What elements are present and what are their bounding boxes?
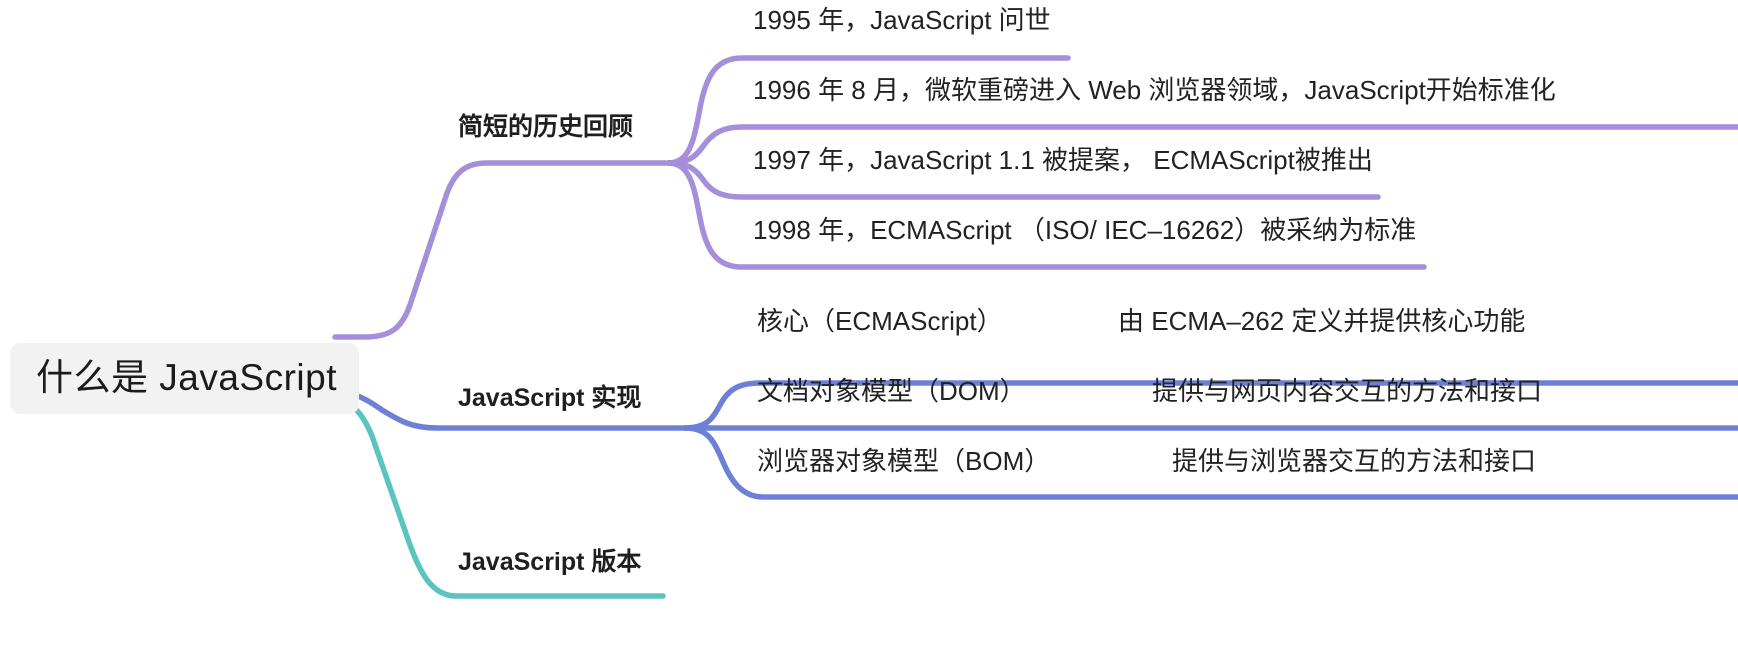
leaf-node-history-1998[interactable]: 1998 年，ECMAScript （ISO/ IEC–16262）被采纳为标准 [753,217,1416,243]
leaf-node-history-1996[interactable]: 1996 年 8 月，微软重磅进入 Web 浏览器领域，JavaScript开始… [753,77,1556,103]
leaf-node-dom-detail[interactable]: 提供与网页内容交互的方法和接口 [1152,378,1542,404]
leaf-node-history-1997[interactable]: 1997 年，JavaScript 1.1 被提案， ECMAScript被推出 [753,147,1373,173]
branch-node-history-label: 简短的历史回顾 [458,113,634,141]
branch-node-versions-label: JavaScript 版本 [458,548,642,576]
leaf-node-core-detail-label: 由 ECMA–262 定义并提供核心功能 [1118,306,1526,336]
leaf-node-history-1995-label: 1995 年，JavaScript 问世 [753,5,1051,35]
leaf-node-bom[interactable]: 浏览器对象模型（BOM） [757,448,1050,474]
leaf-node-core-label: 核心（ECMAScript） [757,306,1003,336]
leaf-node-dom-label: 文档对象模型（DOM） [757,376,1026,406]
leaf-node-history-1998-label: 1998 年，ECMAScript （ISO/ IEC–16262）被采纳为标准 [753,215,1417,245]
leaf-node-bom-detail[interactable]: 提供与浏览器交互的方法和接口 [1172,448,1536,474]
connector-root-to-history [332,160,668,340]
leaf-node-core-detail[interactable]: 由 ECMA–262 定义并提供核心功能 [1118,308,1525,334]
leaf-node-history-1997-label: 1997 年，JavaScript 1.1 被提案， ECMAScript被推出 [753,145,1373,175]
leaf-node-history-1995[interactable]: 1995 年，JavaScript 问世 [753,7,1051,33]
leaf-node-bom-label: 浏览器对象模型（BOM） [757,446,1051,476]
leaf-node-core[interactable]: 核心（ECMAScript） [757,308,1003,334]
root-node-label: 什么是 JavaScript [36,357,338,398]
leaf-node-dom-detail-label: 提供与网页内容交互的方法和接口 [1152,376,1543,406]
leaf-node-history-1996-label: 1996 年 8 月，微软重磅进入 Web 浏览器领域，JavaScript开始… [753,75,1556,105]
branch-node-versions[interactable]: JavaScript 版本 [458,550,641,575]
branch-node-implementation-label: JavaScript 实现 [458,384,642,412]
root-node[interactable]: 什么是 JavaScript [10,343,360,414]
branch-node-implementation[interactable]: JavaScript 实现 [458,386,641,411]
leaf-node-bom-detail-label: 提供与浏览器交互的方法和接口 [1172,446,1537,476]
leaf-node-dom[interactable]: 文档对象模型（DOM） [757,378,1026,404]
branch-node-history[interactable]: 简短的历史回顾 [458,115,633,140]
